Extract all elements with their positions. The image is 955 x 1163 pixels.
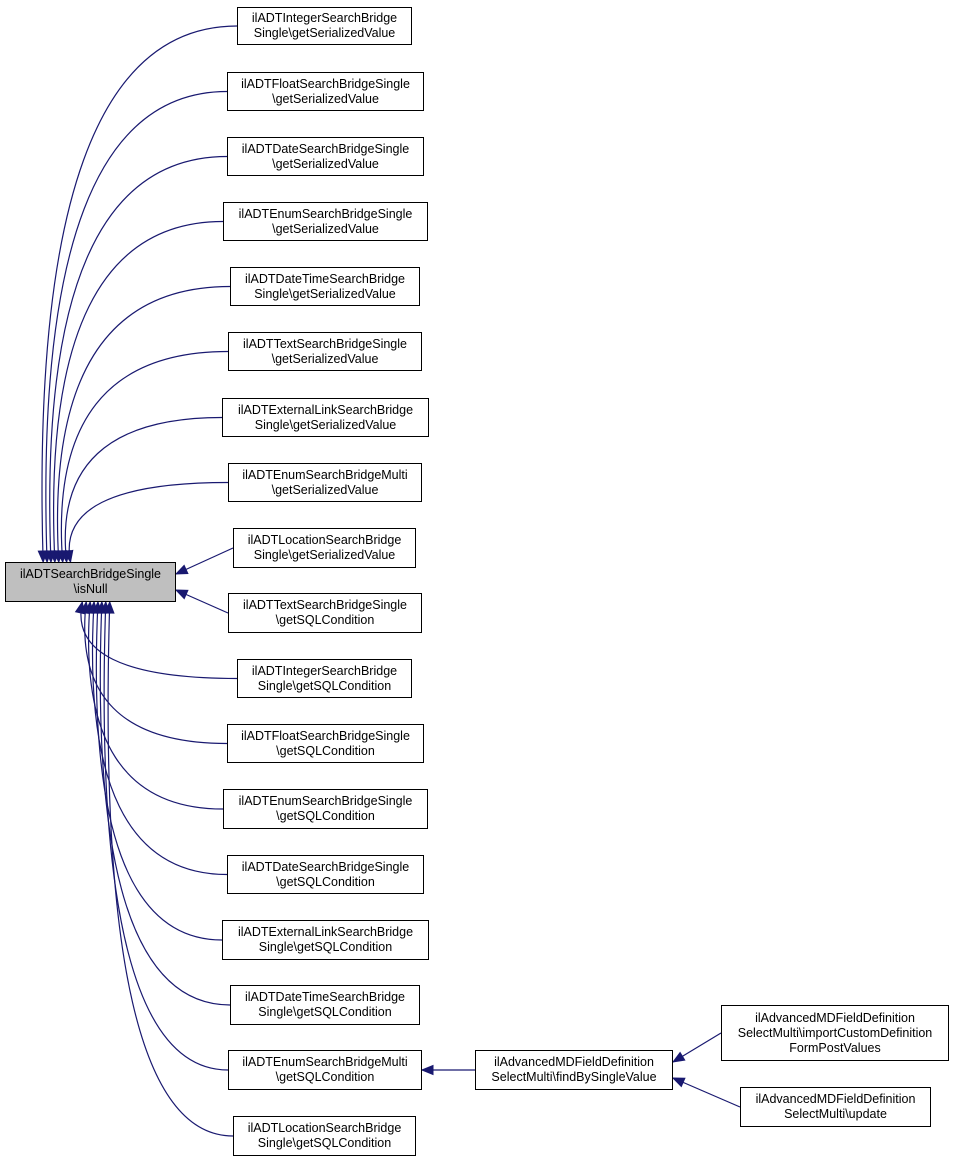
node-selectmulti-update[interactable]: ilAdvancedMDFieldDefinition SelectMulti\… bbox=[740, 1087, 931, 1127]
edge-n17-to-root bbox=[103, 601, 229, 1071]
node-datetime-single-getsqlcondition[interactable]: ilADTDateTimeSearchBridge Single\getSQLC… bbox=[230, 985, 420, 1025]
edge-n10-to-root-arrowhead bbox=[174, 589, 189, 600]
edge-n13-to-root bbox=[88, 601, 224, 810]
edge-n8-to-root-arrowhead bbox=[63, 549, 74, 564]
edge-m1-to-n17-arrowhead bbox=[420, 1064, 434, 1076]
edge-n7-to-root bbox=[64, 416, 223, 563]
node-text-single-getserializedvalue[interactable]: ilADTTextSearchBridgeSingle \getSerializ… bbox=[228, 332, 422, 371]
node-selectmulti-findbysinglevalue[interactable]: ilAdvancedMDFieldDefinition SelectMulti\… bbox=[475, 1050, 673, 1090]
node-externallink-single-getsqlcondition[interactable]: ilADTExternalLinkSearchBridge Single\get… bbox=[222, 920, 429, 960]
node-location-single-getsqlcondition[interactable]: ilADTLocationSearchBridge Single\getSQLC… bbox=[233, 1116, 416, 1156]
edge-n6-to-root bbox=[60, 350, 229, 563]
edge-n5-to-root bbox=[56, 285, 231, 563]
node-isnull-focus: ilADTSearchBridgeSingle \isNull bbox=[5, 562, 176, 602]
node-integer-single-getserializedvalue[interactable]: ilADTIntegerSearchBridge Single\getSeria… bbox=[237, 7, 412, 45]
node-datetime-single-getserializedvalue[interactable]: ilADTDateTimeSearchBridge Single\getSeri… bbox=[230, 267, 420, 306]
edge-n18-to-root bbox=[107, 601, 234, 1137]
node-externallink-single-getserializedvalue[interactable]: ilADTExternalLinkSearchBridge Single\get… bbox=[222, 398, 429, 437]
edge-n1-to-root bbox=[41, 25, 238, 563]
node-selectmulti-importcustomdefinitionformpostvalues[interactable]: ilAdvancedMDFieldDefinition SelectMulti\… bbox=[721, 1005, 949, 1061]
edge-k1-to-m1-arrowhead bbox=[671, 1051, 686, 1063]
edge-k2-to-m1 bbox=[672, 1077, 741, 1108]
node-enum-multi-getsqlcondition[interactable]: ilADTEnumSearchBridgeMulti \getSQLCondit… bbox=[228, 1050, 422, 1090]
node-text-single-getsqlcondition[interactable]: ilADTTextSearchBridgeSingle \getSQLCondi… bbox=[228, 593, 422, 633]
node-enum-multi-getserializedvalue[interactable]: ilADTEnumSearchBridgeMulti \getSerialize… bbox=[228, 463, 422, 502]
node-integer-single-getsqlcondition[interactable]: ilADTIntegerSearchBridge Single\getSQLCo… bbox=[237, 659, 412, 698]
edge-k2-to-m1-arrowhead bbox=[671, 1077, 686, 1088]
node-location-single-getserializedvalue[interactable]: ilADTLocationSearchBridge Single\getSeri… bbox=[233, 528, 416, 568]
edge-n11-to-root bbox=[80, 601, 238, 680]
node-enum-single-getserializedvalue[interactable]: ilADTEnumSearchBridgeSingle \getSerializ… bbox=[223, 202, 428, 241]
edge-n12-to-root bbox=[84, 601, 228, 745]
edge-n2-to-root bbox=[45, 90, 228, 563]
edge-n14-to-root bbox=[91, 601, 228, 876]
edge-n18-to-root-arrowhead bbox=[104, 600, 115, 614]
edge-n4-to-root bbox=[53, 220, 224, 563]
edge-n9-to-root-arrowhead bbox=[174, 564, 189, 575]
node-date-single-getsqlcondition[interactable]: ilADTDateSearchBridgeSingle \getSQLCondi… bbox=[227, 855, 424, 894]
node-enum-single-getsqlcondition[interactable]: ilADTEnumSearchBridgeSingle \getSQLCondi… bbox=[223, 789, 428, 829]
node-float-single-getsqlcondition[interactable]: ilADTFloatSearchBridgeSingle \getSQLCond… bbox=[227, 724, 424, 763]
edge-n15-to-root bbox=[95, 601, 223, 941]
edge-n16-to-root bbox=[99, 601, 231, 1006]
node-float-single-getserializedvalue[interactable]: ilADTFloatSearchBridgeSingle \getSeriali… bbox=[227, 72, 424, 111]
edge-n8-to-root bbox=[68, 481, 229, 563]
edge-n3-to-root bbox=[49, 155, 228, 563]
node-date-single-getserializedvalue[interactable]: ilADTDateSearchBridgeSingle \getSerializ… bbox=[227, 137, 424, 176]
